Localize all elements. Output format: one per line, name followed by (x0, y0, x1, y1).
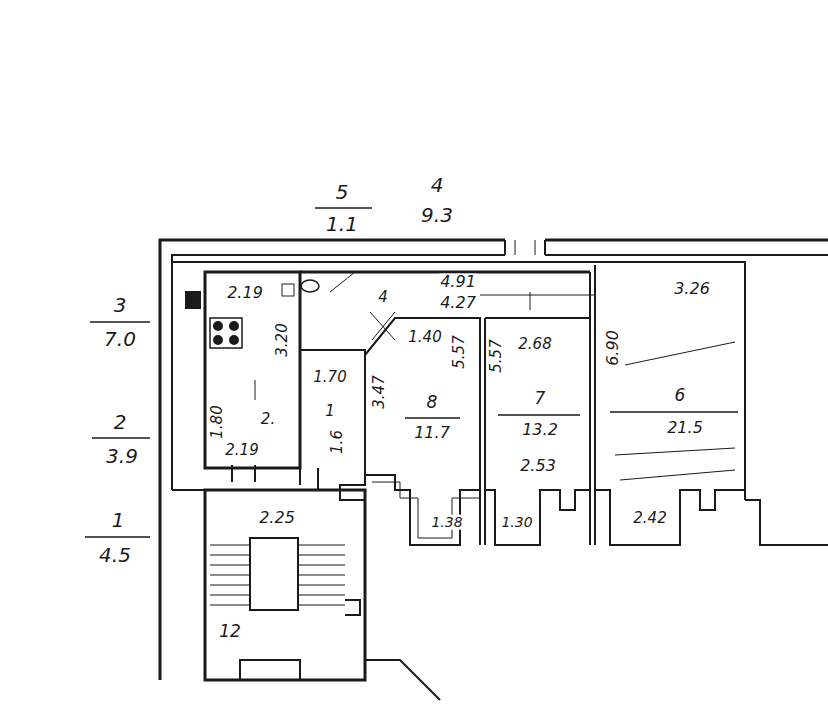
dimension-label: 2 (113, 412, 128, 433)
dimension-label: 8 (426, 394, 439, 412)
dimension-label: 3.9 (105, 446, 139, 467)
dimension-label: 4.91 (439, 274, 477, 291)
dimension-label: 1.80 (210, 404, 226, 439)
dimension-label: 4.5 (98, 545, 132, 566)
dimension-label: 21.5 (666, 420, 704, 437)
dimension-label: 6.90 (605, 329, 622, 367)
dimension-label: 4.27 (439, 295, 477, 312)
dimension-label: 7 (534, 390, 547, 408)
dimension-label: 1.30 (500, 515, 533, 530)
dimension-label: 1.1 (325, 214, 359, 235)
dimension-label: 9.3 (420, 205, 454, 226)
dimension-label: 7.0 (103, 329, 137, 350)
dimension-label: 2.53 (519, 458, 557, 475)
dimension-label: 3 (113, 295, 128, 316)
dimension-label: 2.42 (632, 511, 667, 527)
dimension-label: 6 (674, 387, 687, 405)
dimension-label: 13.2 (521, 422, 559, 439)
dimension-label: 1.70 (312, 370, 347, 386)
dimension-label: 1 (111, 510, 126, 531)
dimension-label: 2.25 (258, 510, 296, 527)
dimension-label: 2.68 (517, 337, 552, 353)
dimension-label: 5.57 (452, 334, 468, 369)
dimension-label: 2.19 (226, 285, 264, 302)
dimension-label: 12 (218, 623, 242, 641)
dimension-label: 5 (335, 182, 350, 203)
dimension-label: 1.38 (430, 515, 463, 530)
dimension-label: 3.47 (372, 374, 388, 409)
dimension-label: 4 (430, 175, 445, 196)
dimension-label: 1.40 (407, 330, 442, 346)
dimension-label: 1.6 (330, 429, 346, 455)
dimension-label: 2.19 (224, 443, 259, 459)
dimension-label: 4 (377, 290, 389, 306)
dimension-label: 3.20 (275, 322, 291, 357)
dimension-label: 3.26 (673, 281, 711, 298)
dimension-label: 11.7 (413, 425, 451, 442)
dimension-label: 2. (260, 412, 276, 428)
dimension-label: 5.57 (489, 338, 505, 373)
dimension-label: 1 (324, 404, 336, 420)
